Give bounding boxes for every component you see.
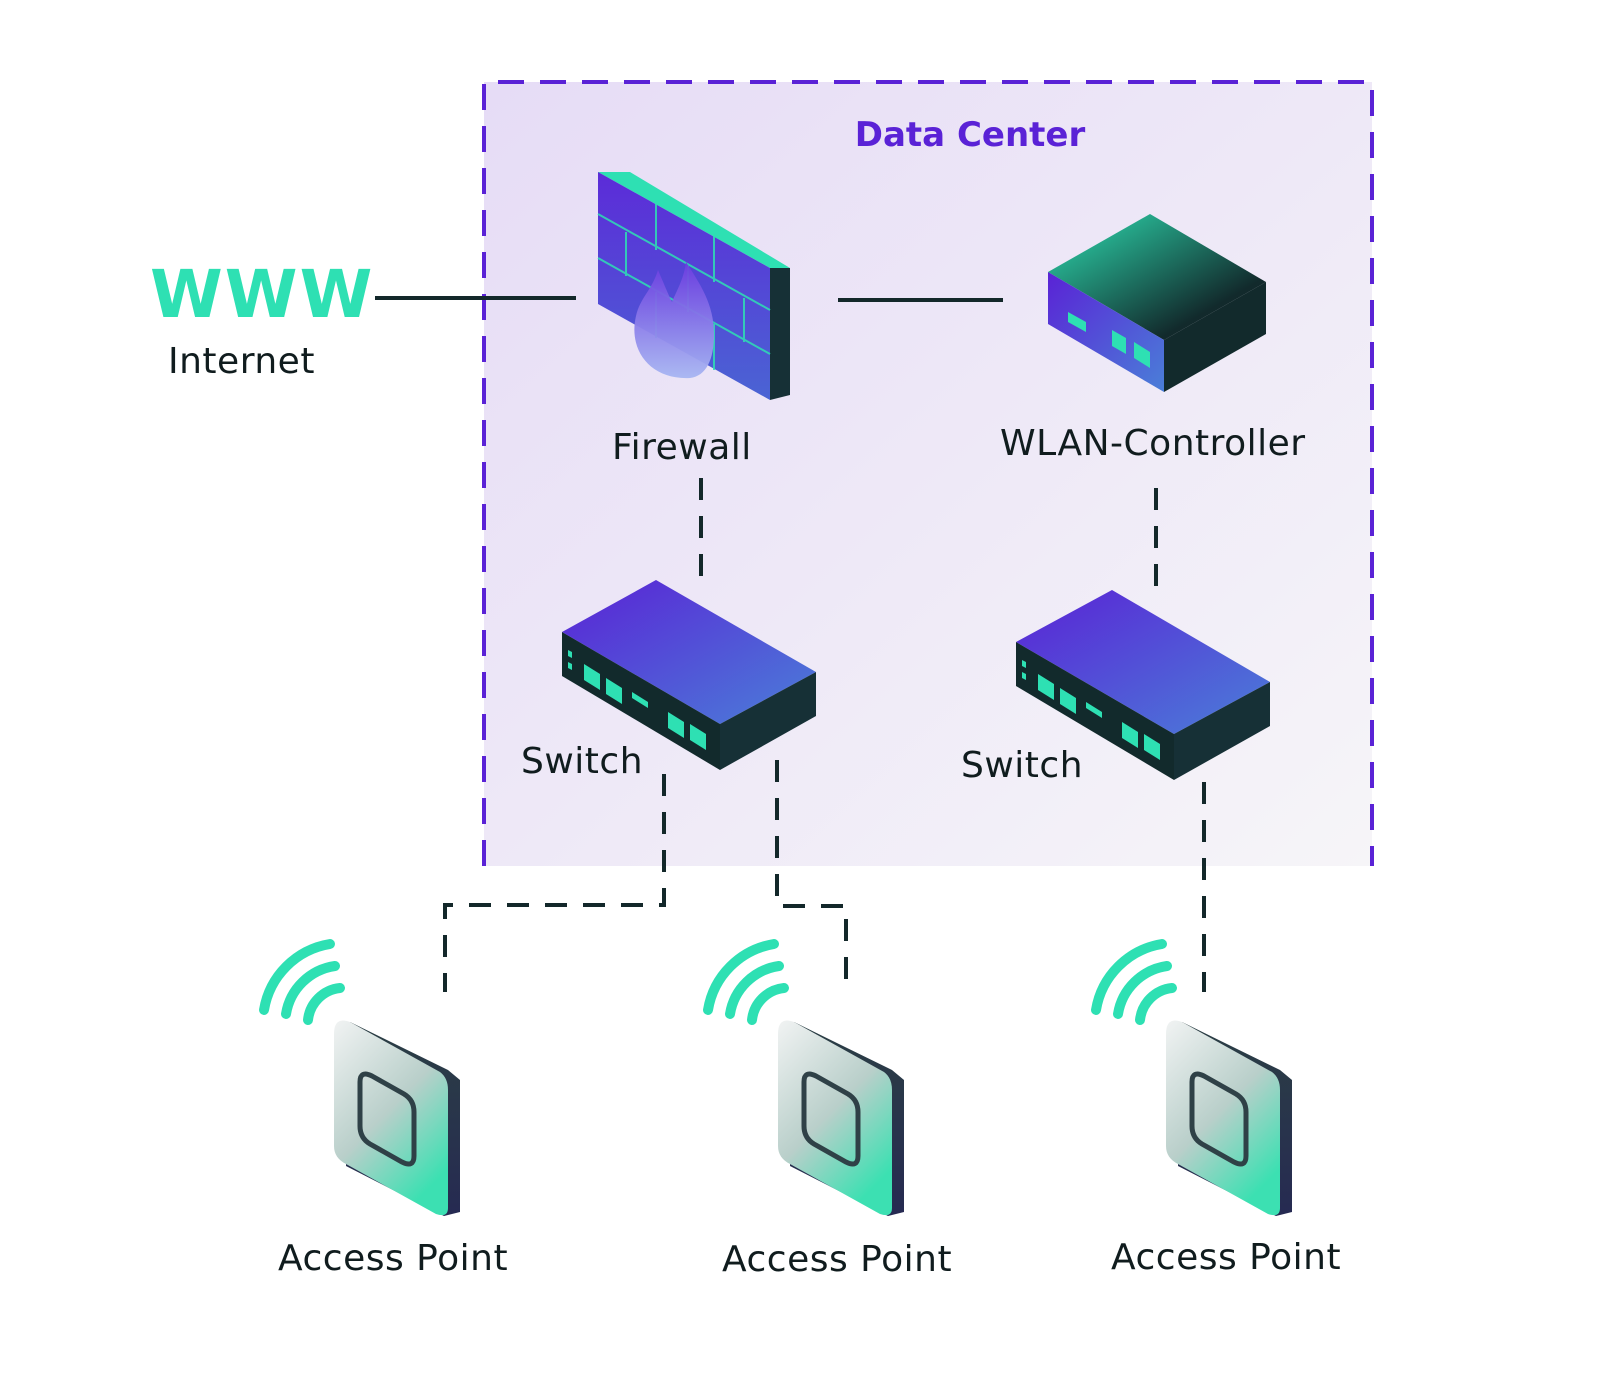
- www-label: WWW: [150, 256, 375, 333]
- switch-right-icon: [1016, 590, 1270, 780]
- firewall-label: Firewall: [612, 427, 752, 468]
- firewall-icon: [597, 172, 790, 400]
- switch-right-label: Switch: [961, 745, 1084, 786]
- wifi-signal-icon: [1091, 939, 1177, 1025]
- internet-label: Internet: [168, 341, 315, 382]
- access-point-2-icon: [703, 939, 904, 1216]
- access-point-3-label: Access Point: [1111, 1237, 1342, 1278]
- switch-left-icon: [562, 580, 816, 770]
- access-point-2-label: Access Point: [722, 1239, 953, 1280]
- wifi-signal-icon: [259, 939, 345, 1025]
- data-center-title: Data Center: [854, 115, 1086, 155]
- wlan-controller-icon: [1048, 214, 1266, 392]
- access-point-1-label: Access Point: [278, 1238, 509, 1279]
- wlan-controller-label: WLAN-Controller: [1000, 423, 1306, 464]
- connections: [375, 296, 1206, 992]
- switch-left-label: Switch: [521, 741, 644, 782]
- access-point-1-icon: [259, 939, 460, 1216]
- data-center-border: [482, 80, 1374, 866]
- access-point-3-icon: [1091, 939, 1292, 1216]
- wifi-signal-icon: [703, 939, 789, 1025]
- link-switch-ap1: [443, 774, 666, 992]
